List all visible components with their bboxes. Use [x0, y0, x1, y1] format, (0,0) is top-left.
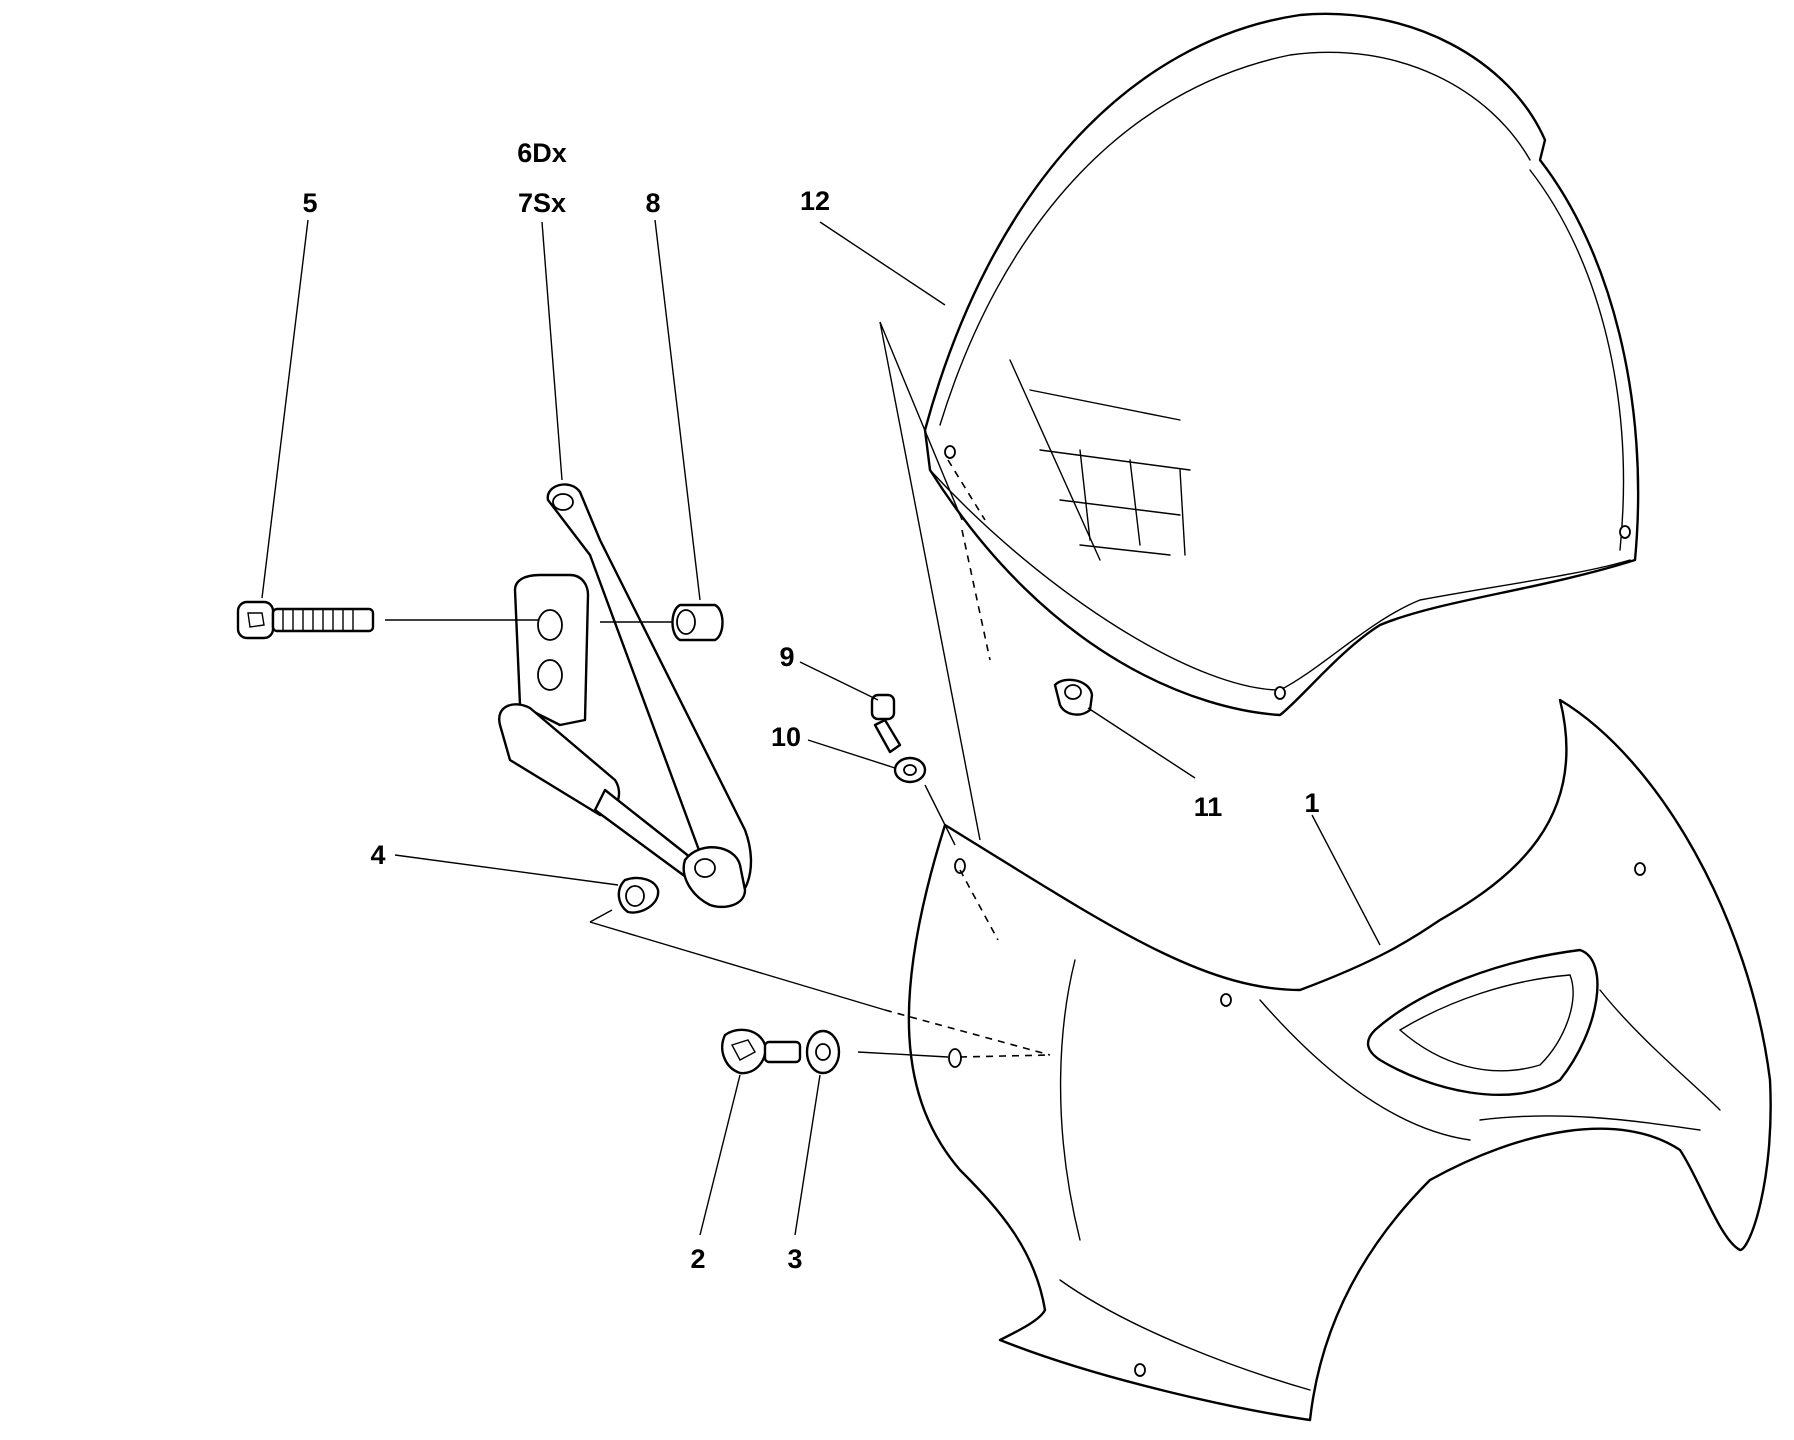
- nut-part-4: [617, 876, 660, 914]
- fairing-part-1: [907, 698, 1772, 1422]
- washer-part-3: [805, 1029, 841, 1075]
- screw-part-9: [870, 693, 902, 754]
- callout-1: 1: [1304, 788, 1319, 818]
- bracket-part-6-7: [498, 483, 753, 909]
- callout-labels: 6Dx 7Sx 5 8 12 9 10 11 1 4 2 3: [302, 138, 1319, 1274]
- bolt-part-5: [236, 600, 375, 640]
- callout-9: 9: [779, 642, 794, 672]
- callout-12: 12: [800, 186, 830, 216]
- callout-2: 2: [690, 1244, 705, 1274]
- screw-part-2: [721, 1028, 802, 1075]
- callout-11: 11: [1194, 792, 1223, 822]
- callout-7: 7Sx: [518, 188, 566, 218]
- spacer-part-8: [671, 603, 724, 642]
- callout-10: 10: [771, 722, 801, 752]
- alignment-lines: [385, 321, 1051, 1058]
- washer-part-10: [893, 756, 927, 784]
- windscreen-part-12: [923, 12, 1640, 717]
- callout-4: 4: [370, 840, 385, 870]
- callout-8: 8: [645, 188, 660, 218]
- callout-5: 5: [302, 188, 317, 218]
- leader-lines: [261, 219, 1381, 1236]
- callout-3: 3: [787, 1244, 802, 1274]
- callout-6: 6Dx: [517, 138, 567, 168]
- nut-part-11: [1053, 678, 1094, 716]
